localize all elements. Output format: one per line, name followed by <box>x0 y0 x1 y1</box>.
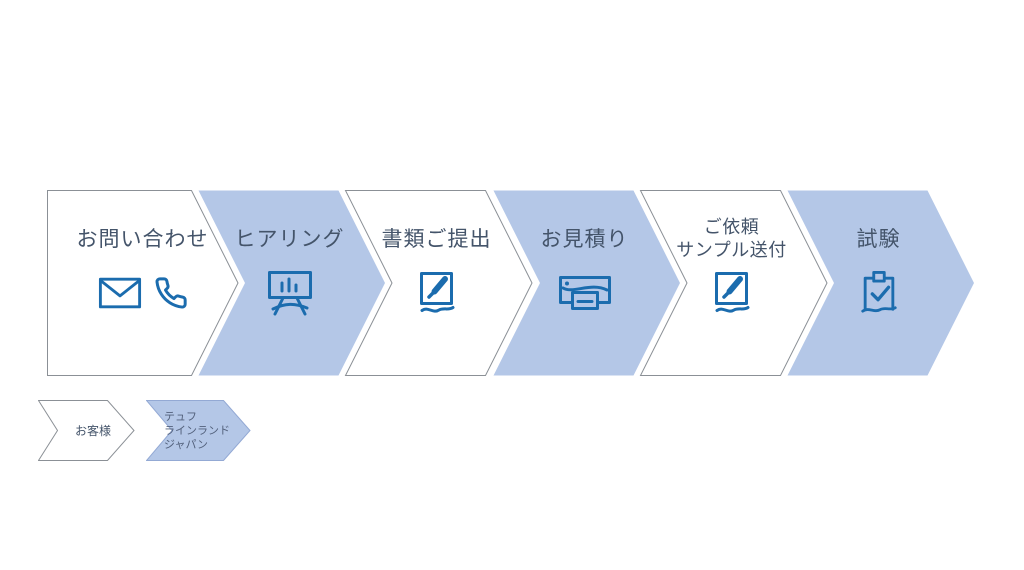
process-step-documents: 書類ご提出 <box>341 190 533 376</box>
mail-icon <box>98 277 141 309</box>
clipboard-check-icon <box>860 271 897 313</box>
arrow-shape <box>47 190 239 376</box>
step-label: お問い合わせ <box>76 227 209 251</box>
step-icons <box>636 266 827 320</box>
arrow-shape <box>493 190 680 376</box>
step-icons <box>194 266 385 320</box>
legend-customer-label: お客様 <box>74 424 111 438</box>
step-label: お見積り <box>540 227 629 251</box>
process-step-testing: 試験 <box>783 190 975 376</box>
arrow-shape <box>787 190 974 376</box>
legend-arrow-shape <box>38 400 135 461</box>
process-step-sample-sending: ご依頼 サンプル送付 <box>636 190 828 376</box>
document-sign-icon <box>419 272 454 313</box>
legend-arrow-shape <box>146 400 251 461</box>
step-icons <box>341 266 532 320</box>
step-label: ご依頼 サンプル送付 <box>676 217 787 260</box>
step-icons <box>47 266 238 320</box>
step-label: ヒアリング <box>234 227 345 251</box>
phone-icon <box>155 277 187 309</box>
step-icons <box>489 266 680 320</box>
arrow-shape <box>198 190 385 376</box>
legend-provider: テュフ ラインランド ジャパン <box>146 400 251 461</box>
step-label: 書類ご提出 <box>381 227 492 251</box>
legend-customer: お客様 <box>38 400 135 461</box>
document-sign-icon <box>714 272 749 313</box>
printer-icon <box>558 276 611 310</box>
process-step-hearing: ヒアリング <box>194 190 386 376</box>
process-step-inquiry: お問い合わせ <box>47 190 239 376</box>
step-label: 試験 <box>856 227 901 251</box>
step-icons <box>783 266 974 320</box>
process-step-quotation: お見積り <box>489 190 681 376</box>
presentation-board-icon <box>267 271 312 316</box>
legend-provider-label: テュフ ラインランド ジャパン <box>164 410 230 451</box>
